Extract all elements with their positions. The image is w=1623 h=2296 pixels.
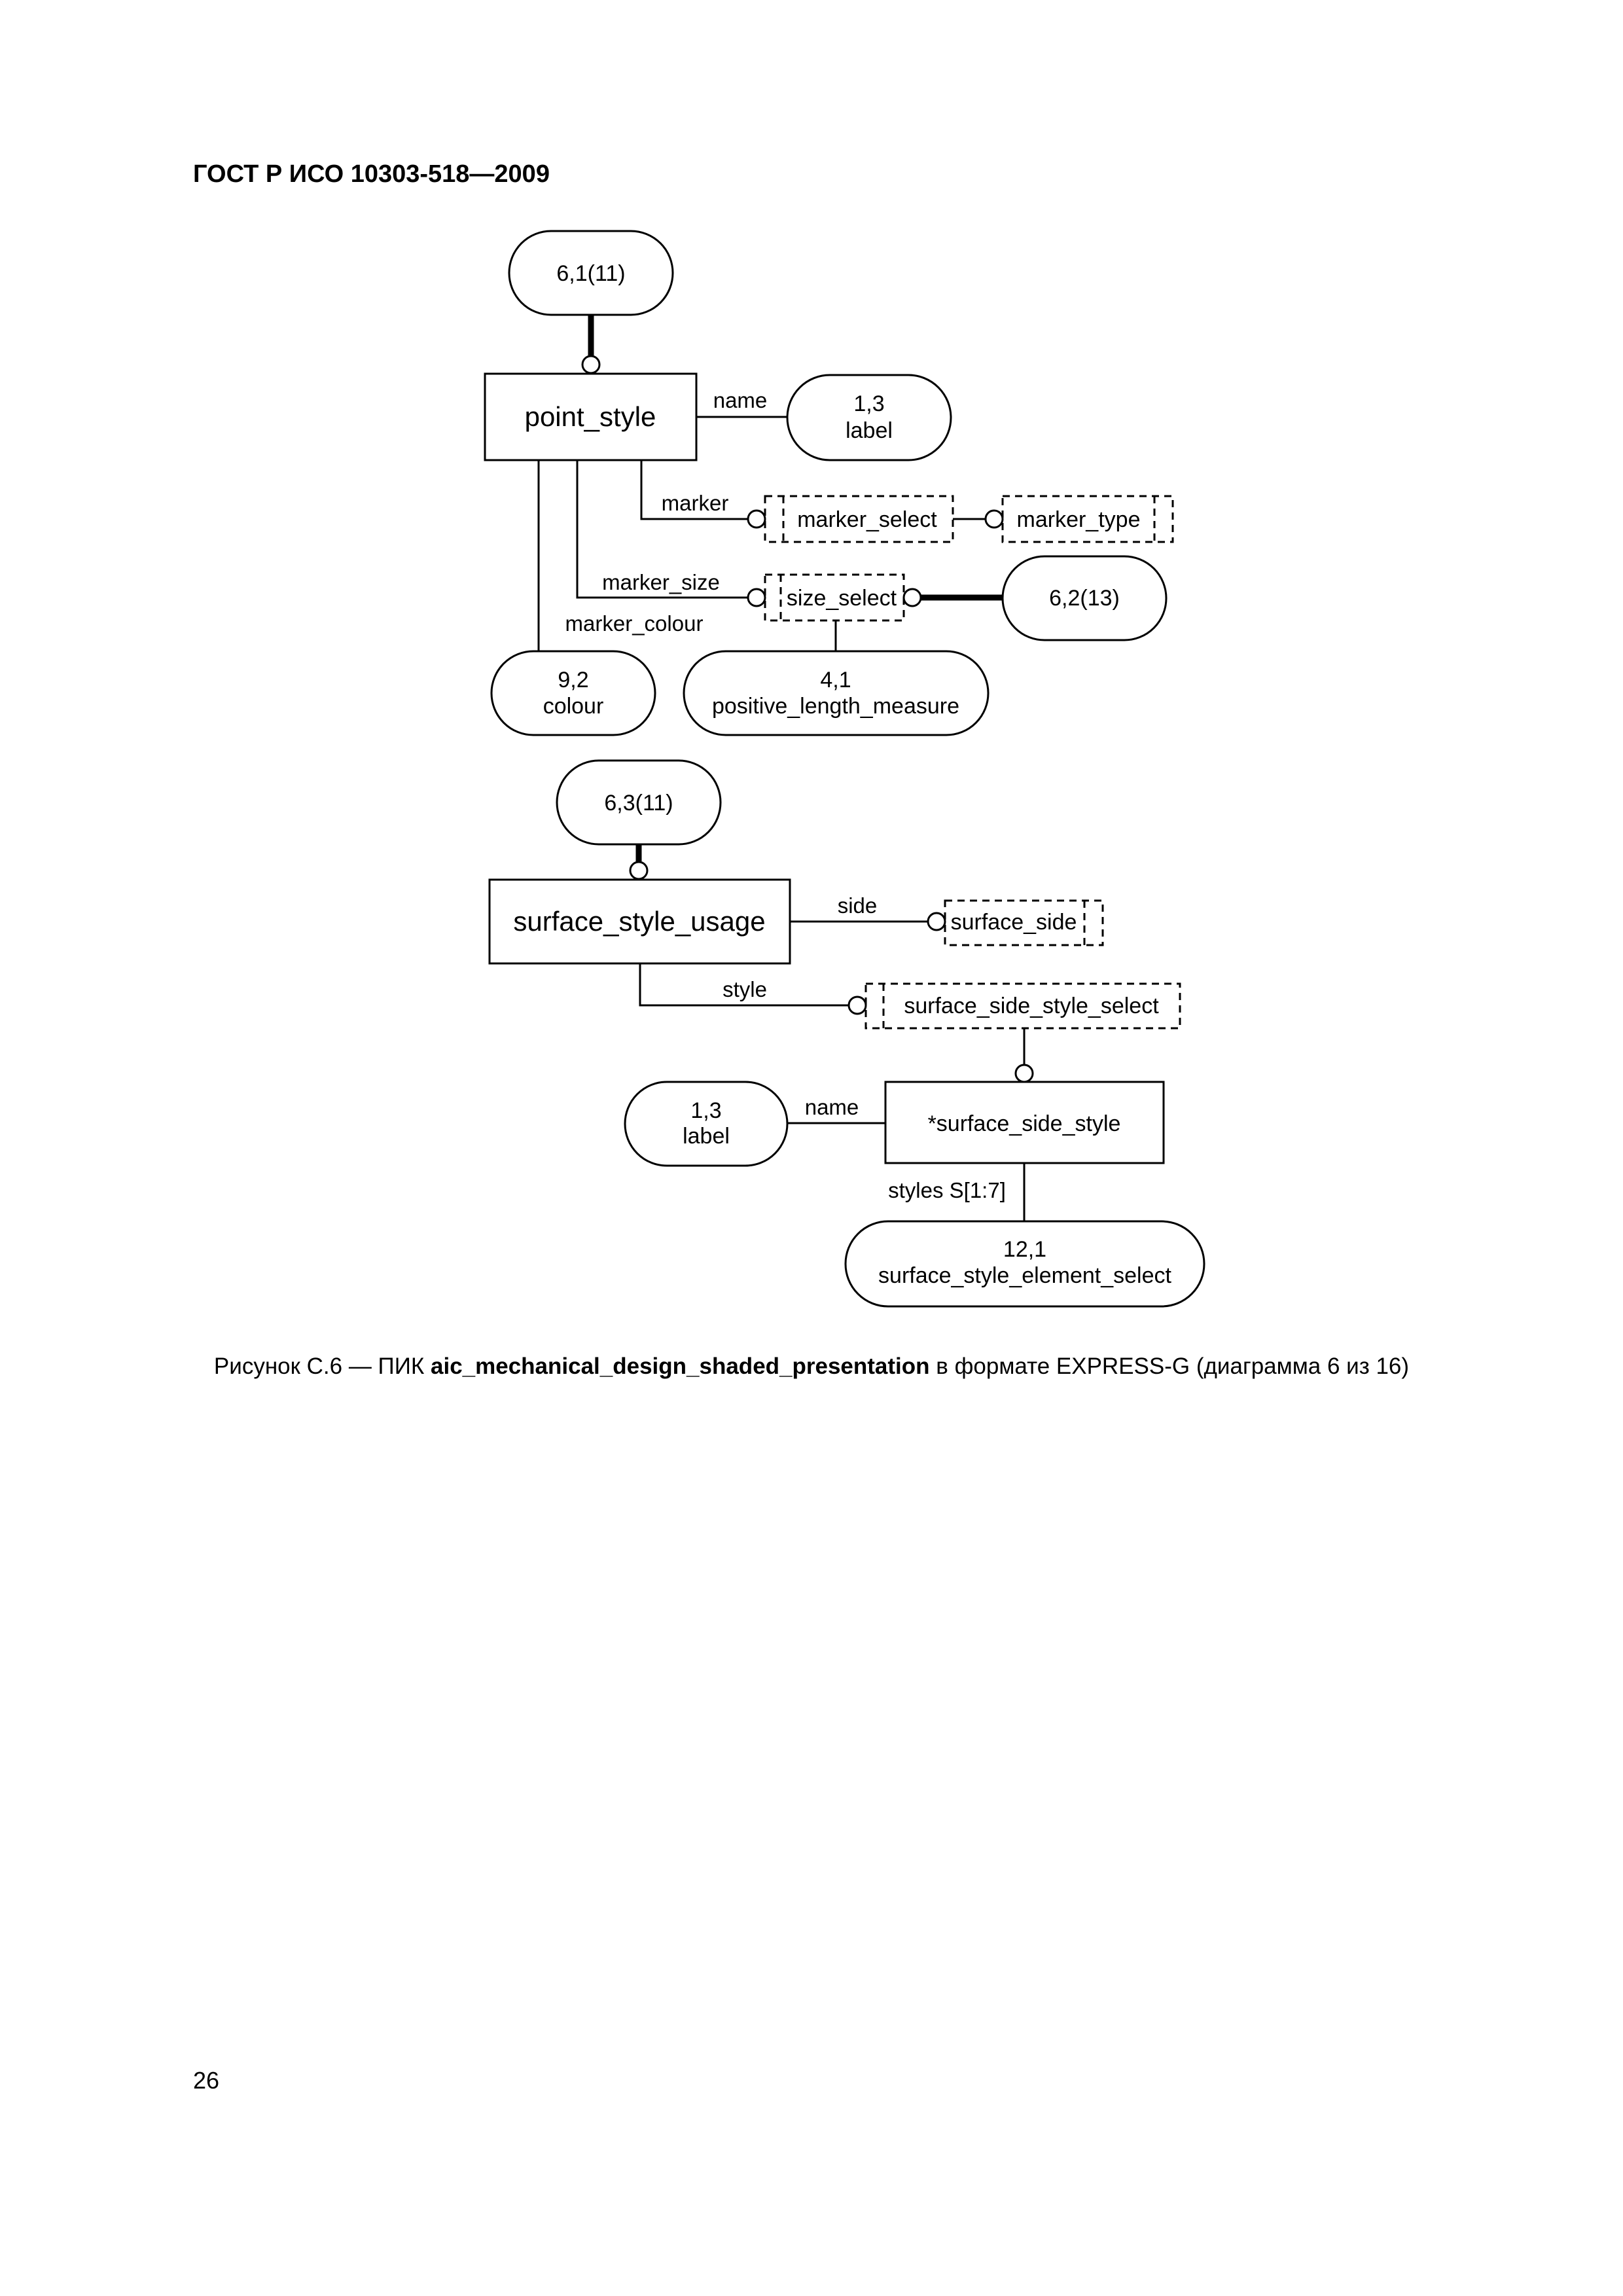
ref-4-1-number: 4,1 — [820, 668, 851, 692]
figure-caption: Рисунок С.6 — ПИК aic_mechanical_design_… — [0, 1354, 1623, 1380]
attr-marker-size-circle — [747, 588, 766, 607]
attr-side-label: side — [838, 893, 878, 918]
marker-type-label: marker_type — [1017, 507, 1141, 532]
size-select-supertype-circle — [902, 588, 922, 607]
attr-style-circle — [847, 996, 867, 1015]
caption-prefix: Рисунок С.6 — ПИК — [213, 1354, 431, 1379]
ref-1-3-name: label — [846, 418, 893, 443]
attr-marker-label: marker — [662, 491, 729, 515]
ref-1-3-number-2: 1,3 — [690, 1098, 721, 1123]
ref-1-3-name-2: label — [683, 1124, 730, 1149]
ref-9-2-number: 9,2 — [558, 668, 588, 692]
ref-6-1-11-label: 6,1(11) — [556, 261, 625, 286]
attr-name-label: name — [713, 388, 768, 412]
ref-12-1-box — [844, 1220, 1205, 1308]
attr-name2-label: name — [805, 1095, 859, 1119]
attr-marker-size-label: marker_size — [602, 570, 720, 594]
attr-side-circle — [927, 912, 946, 931]
caption-suffix: в формате EXPRESS-G (диаграмма 6 из 16) — [929, 1354, 1410, 1379]
surface-side-style-label: *surface_side_style — [928, 1111, 1121, 1136]
surface-side-style-select-box — [865, 982, 1181, 1030]
point-style-label: point_style — [525, 401, 656, 432]
attr-marker-colour-label: marker_colour — [565, 611, 704, 636]
surface-side-style-select-label: surface_side_style_select — [904, 994, 1159, 1018]
supertype-link-circle-2 — [629, 861, 649, 880]
ref-9-2-colour-box — [490, 650, 656, 736]
surface-side-label: surface_side — [951, 910, 1077, 935]
ref-6-2-13-box — [1001, 555, 1168, 641]
ref-9-2-name: colour — [543, 694, 604, 719]
caption-schema-name: aic_mechanical_design_shaded_presentatio… — [431, 1354, 930, 1379]
attr-marker-size-line — [576, 460, 748, 599]
attr-style-line — [639, 963, 849, 1007]
ref-12-1-number: 12,1 — [1003, 1237, 1046, 1262]
attr-marker-line — [640, 460, 748, 520]
attr-styles-label: styles S[1:7] — [888, 1178, 1006, 1202]
size-select-label: size_select — [787, 586, 897, 611]
attr-marker-circle — [747, 509, 766, 529]
ref-6-2-13-label: 6,2(13) — [1049, 586, 1120, 611]
ref-4-1-box — [683, 650, 990, 736]
supertype-link-circle — [581, 355, 601, 374]
ref-4-1-name: positive_length_measure — [712, 694, 959, 719]
marker-type-circle — [984, 509, 1004, 529]
marker-select-label: marker_select — [797, 507, 937, 532]
marker-select-box — [764, 495, 954, 543]
ref-1-3-number: 1,3 — [853, 391, 884, 416]
attr-style-label: style — [722, 977, 767, 1001]
ref-12-1-name: surface_style_element_select — [878, 1263, 1171, 1288]
surface-side-box — [944, 899, 1104, 946]
ref-1-3-label-box — [786, 374, 952, 461]
ref-1-3-label-box-2 — [624, 1081, 789, 1167]
document-header: ГОСТ Р ИСО 10303-518—2009 — [193, 160, 550, 188]
select-to-side-style-circle — [1014, 1064, 1034, 1083]
ref-6-3-11-label: 6,3(11) — [604, 791, 673, 816]
page-number: 26 — [193, 2067, 220, 2094]
surface-style-usage-label: surface_style_usage — [513, 906, 765, 937]
marker-type-box — [1001, 495, 1174, 543]
